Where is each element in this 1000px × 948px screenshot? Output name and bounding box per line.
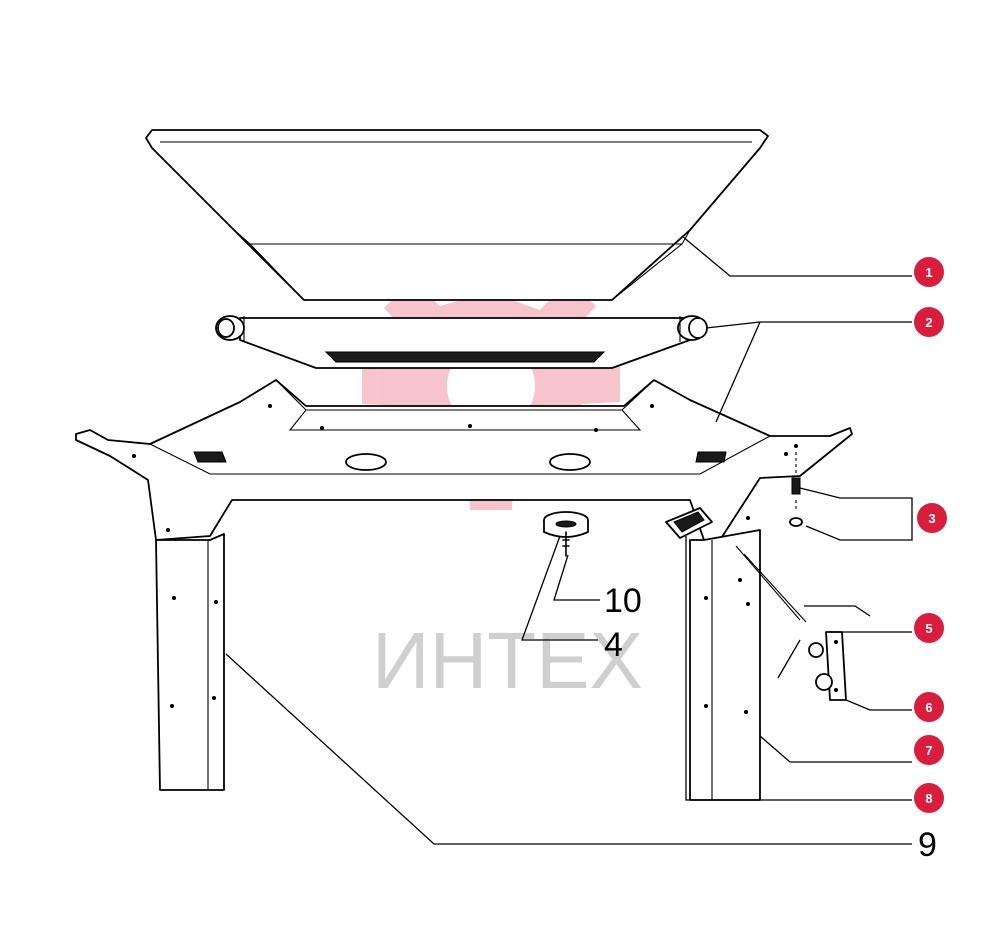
callout-1: 1 xyxy=(914,257,944,287)
callout-badge xyxy=(914,783,944,813)
callout-label: 7 xyxy=(925,743,932,758)
bolt-part xyxy=(789,444,803,527)
right-leg xyxy=(689,516,761,801)
callout-label: 1 xyxy=(925,265,932,280)
knob-part xyxy=(543,511,589,557)
callout-badge xyxy=(914,692,944,722)
frame-top xyxy=(75,379,853,541)
left-leg xyxy=(155,528,225,791)
callout-4: 4 xyxy=(604,626,623,664)
watermark-text: ИНТЕХ xyxy=(372,616,643,705)
callout-9: 9 xyxy=(918,826,937,864)
callout-badge xyxy=(917,503,947,533)
callout-3: 3 xyxy=(917,503,947,533)
callout-2: 2 xyxy=(914,307,944,337)
callout-label: 6 xyxy=(925,700,932,715)
latch-part xyxy=(735,545,847,701)
callout-label: 3 xyxy=(928,511,935,526)
vent-part xyxy=(665,507,713,539)
callout-label: 5 xyxy=(925,621,932,636)
callout-label: 8 xyxy=(925,791,932,806)
leader-lines xyxy=(225,235,913,845)
callout-badge xyxy=(914,613,944,643)
callout-7: 7 xyxy=(914,735,944,765)
callout-badge xyxy=(914,307,944,337)
callout-badge xyxy=(914,257,944,287)
cover-panel xyxy=(145,129,769,301)
callout-5: 5 xyxy=(914,613,944,643)
tube-bar xyxy=(215,315,708,369)
callout-6: 6 xyxy=(914,692,944,722)
callout-10: 10 xyxy=(604,582,642,620)
callout-badge xyxy=(914,735,944,765)
callout-label: 2 xyxy=(925,315,932,330)
callout-8: 8 xyxy=(914,783,944,813)
